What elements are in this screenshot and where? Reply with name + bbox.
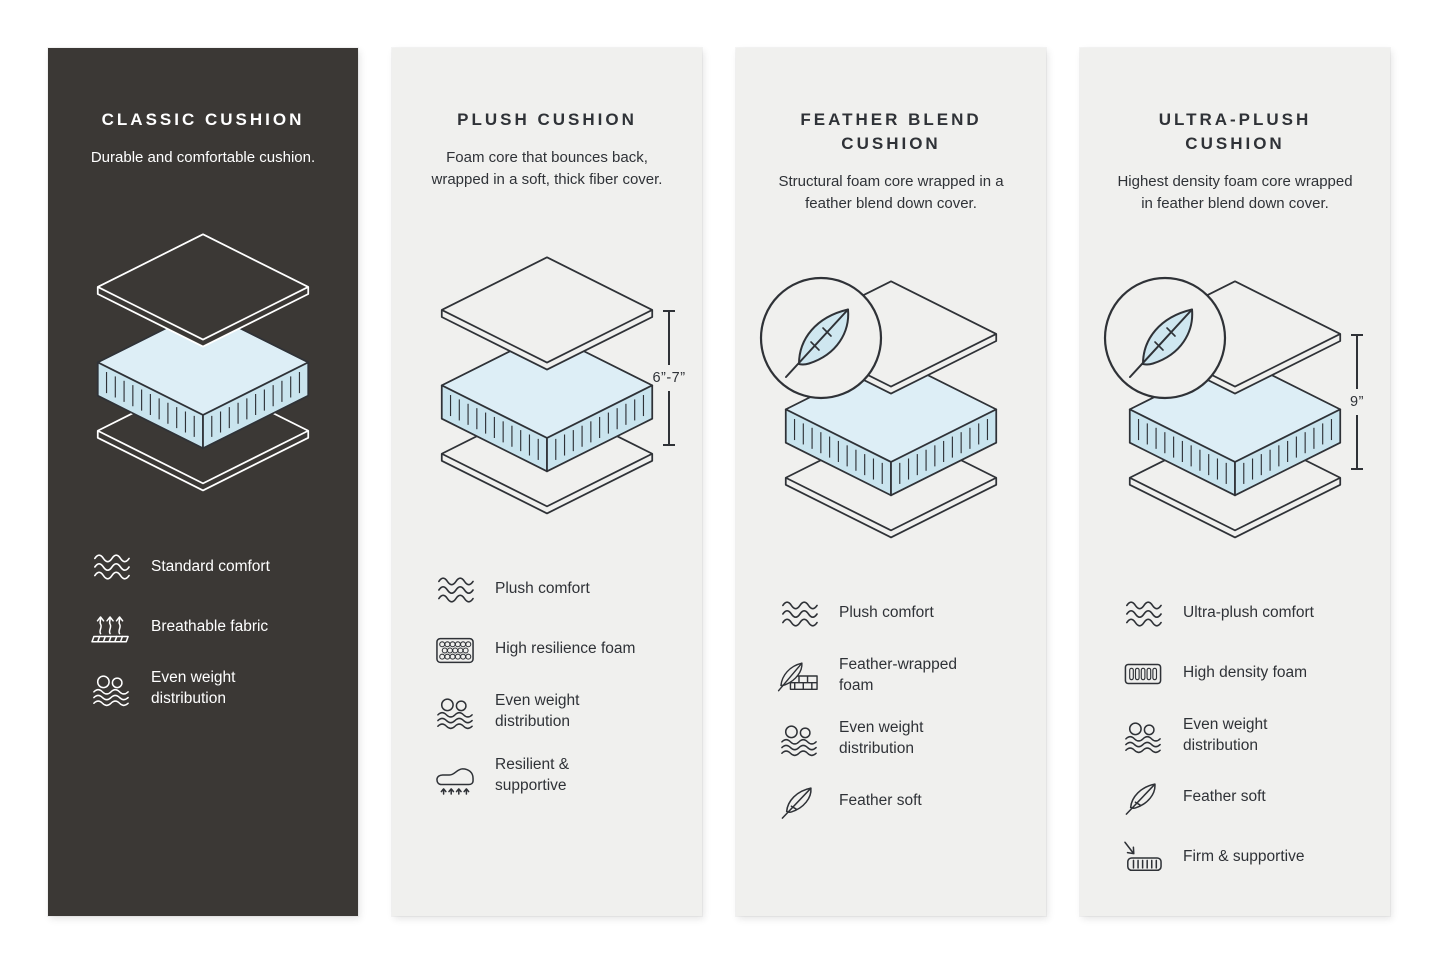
card-description: Structural foam core wrapped in a feathe… [778, 172, 1004, 213]
card-title: ULTRA-PLUSH CUSHION [1158, 110, 1312, 153]
card-feather-blend-cushion: FEATHER BLEND CUSHION Structural foam co… [736, 48, 1046, 916]
feature-label: Breathable fabric [151, 617, 269, 635]
weight-distribution-icon [776, 720, 822, 758]
card-title: FEATHER BLEND CUSHION [800, 110, 982, 153]
feather-foam-icon [776, 657, 822, 695]
feature-label: Ultra-plush comfort [1183, 604, 1314, 622]
feature-row: Standard comfort [86, 548, 334, 586]
cushion-diagram: 6”-7” [433, 252, 685, 517]
card-description: Foam core that bounces back, wrapped in … [431, 148, 663, 189]
dimension-line [668, 390, 670, 444]
card-plush-cushion: PLUSH CUSHION Foam core that bounces bac… [392, 48, 702, 916]
resilient-icon [432, 757, 478, 795]
waves-icon [1120, 595, 1166, 633]
dimension-label: 9” [1350, 393, 1364, 410]
feature-label: High density foam [1183, 664, 1308, 682]
feature-row: Even weight distribution [774, 718, 1022, 760]
dimension-line [1356, 335, 1358, 389]
feature-list: Plush comfort High resilience foam Even … [416, 571, 678, 797]
feature-row: Plush comfort [430, 571, 678, 609]
dimension-label: 6”-7” [652, 369, 686, 386]
feature-label: Standard comfort [151, 557, 270, 575]
card-classic-cushion: CLASSIC CUSHION Durable and comfortable … [48, 48, 358, 916]
feature-row: Even weight distribution [1118, 715, 1366, 757]
feature-row: Feather soft [774, 782, 1022, 820]
feature-label: High resilience foam [495, 640, 636, 658]
waves-icon [776, 595, 822, 633]
feature-label: Resilient & supportive [495, 755, 570, 794]
feature-row: Plush comfort [774, 595, 1022, 633]
layered-cushion-illustration [89, 229, 317, 494]
feature-label: Even weight distribution [1183, 715, 1268, 754]
card-description: Durable and comfortable cushion. [90, 148, 316, 166]
waves-icon [88, 548, 134, 586]
density-foam-icon [1120, 655, 1166, 693]
breathable-icon [88, 608, 134, 646]
cushion-comparison: CLASSIC CUSHION Durable and comfortable … [48, 48, 1390, 916]
cushion-diagram [777, 276, 1005, 541]
feather-badge-icon [759, 276, 883, 400]
feature-row: Even weight distribution [86, 668, 334, 710]
cushion-diagram [89, 229, 317, 494]
feature-label: Firm & supportive [1183, 847, 1305, 865]
waves-icon [432, 571, 478, 609]
card-title: PLUSH CUSHION [457, 110, 637, 129]
feather-icon [776, 782, 822, 820]
firm-icon [1120, 838, 1166, 876]
dimension-marker: 6”-7” [647, 310, 691, 446]
dimension-line [668, 311, 670, 365]
feather-icon [1120, 778, 1166, 816]
feature-label: Plush comfort [839, 604, 934, 622]
feature-label: Even weight distribution [839, 719, 924, 758]
feature-row: High density foam [1118, 655, 1366, 693]
dimension-line [1356, 414, 1358, 468]
feature-list: Standard comfort Breathable fabric Even … [72, 548, 334, 710]
feature-label: Feather soft [839, 791, 922, 809]
feature-row: Feather soft [1118, 778, 1366, 816]
feature-list: Plush comfort Feather-wrapped foam Even … [760, 595, 1022, 821]
feature-row: Resilient & supportive [430, 755, 678, 797]
feature-row: Breathable fabric [86, 608, 334, 646]
feature-row: Even weight distribution [430, 691, 678, 733]
feature-label: Feather-wrapped foam [839, 655, 958, 694]
feature-row: Firm & supportive [1118, 838, 1366, 876]
feature-label: Even weight distribution [495, 691, 580, 730]
cushion-diagram: 9” [1121, 276, 1363, 541]
dimension-marker: 9” [1335, 334, 1379, 470]
weight-distribution-icon [88, 670, 134, 708]
feature-label: Feather soft [1183, 787, 1266, 805]
feature-row: Ultra-plush comfort [1118, 595, 1366, 633]
feather-badge-icon [1103, 276, 1227, 400]
weight-distribution-icon [1120, 717, 1166, 755]
layered-cushion-illustration [433, 252, 661, 517]
card-title: CLASSIC CUSHION [101, 110, 305, 129]
card-ultra-plush-cushion: ULTRA-PLUSH CUSHION Highest density foam… [1080, 48, 1390, 916]
card-description: Highest density foam core wrapped in fea… [1117, 172, 1353, 213]
weight-distribution-icon [432, 693, 478, 731]
foam-cells-icon [432, 631, 478, 669]
feature-row: Feather-wrapped foam [774, 655, 1022, 697]
feature-list: Ultra-plush comfort High density foam Ev… [1104, 595, 1366, 877]
feature-label: Even weight distribution [151, 669, 236, 708]
feature-label: Plush comfort [495, 580, 590, 598]
feature-row: High resilience foam [430, 631, 678, 669]
